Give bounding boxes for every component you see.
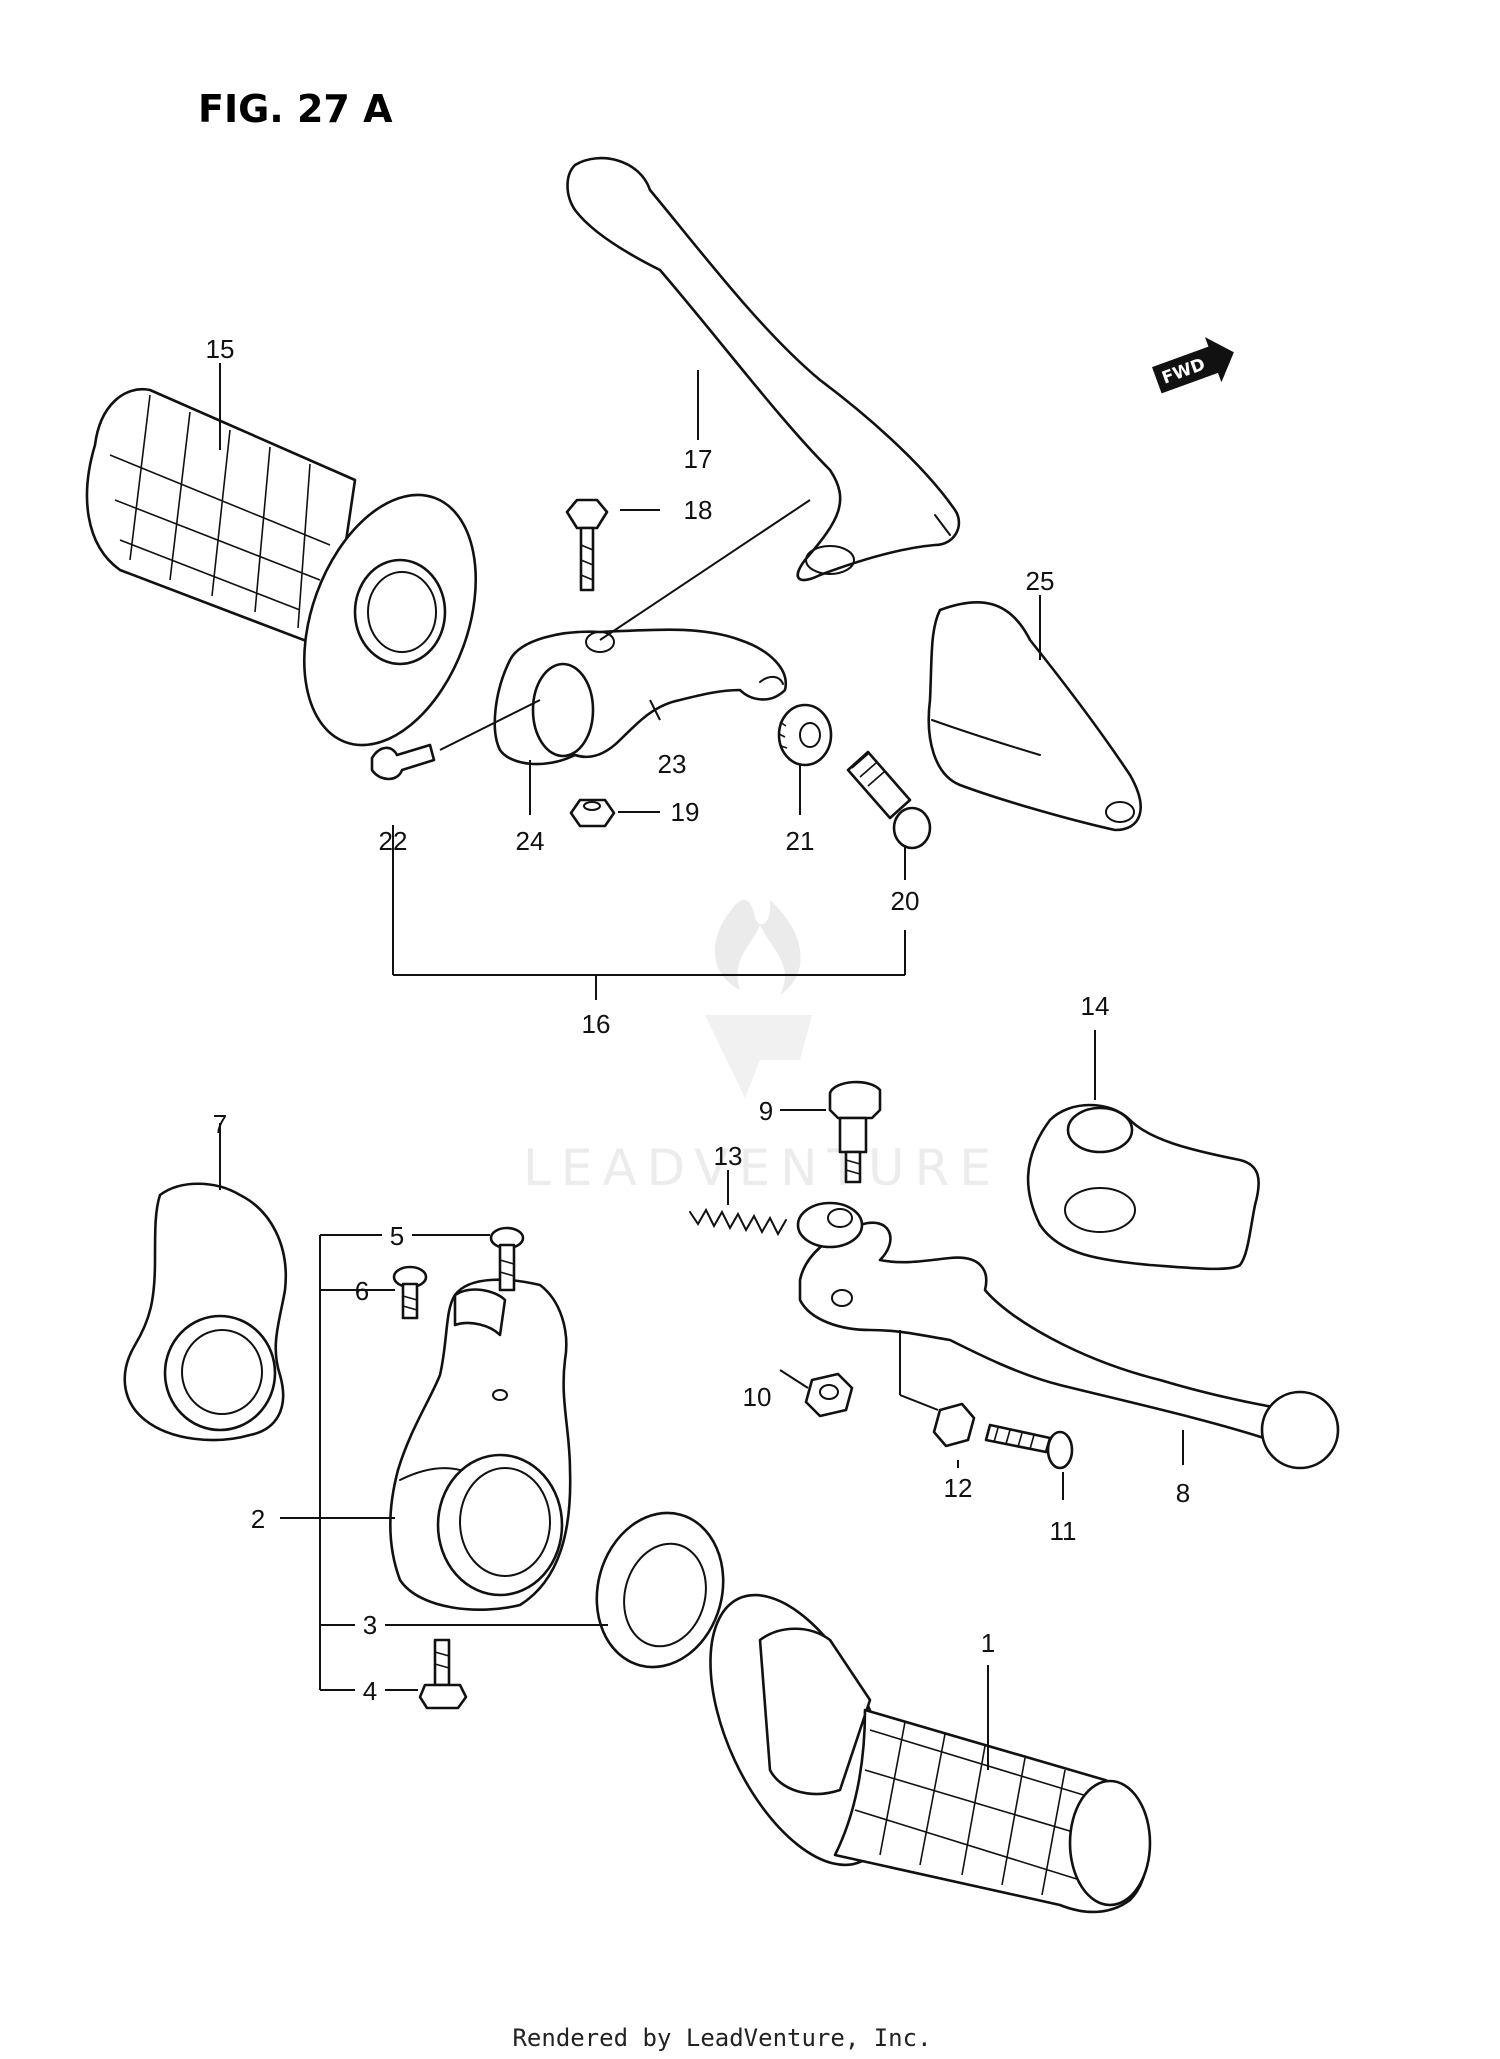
screw-6 [392,1265,428,1320]
switch-housing [389,1278,572,1611]
callout-1: 1 [981,1628,995,1658]
lever-cover-lower [1026,1103,1260,1271]
callout-25: 25 [1026,566,1055,596]
bolt-18 [565,498,609,592]
callout-16: 16 [582,1009,611,1039]
brake-lever-lower [796,1201,1340,1470]
bolt-9 [828,1080,882,1184]
nut-19 [569,798,616,828]
callout-18: 18 [684,495,713,525]
callout-20: 20 [891,886,920,916]
callout-19: 19 [671,797,700,827]
callout-22: 22 [379,826,408,856]
nut-10 [804,1372,854,1418]
lever-cover-upper [927,600,1142,832]
right-grip [709,1593,1152,1914]
callout-2: 2 [251,1504,265,1534]
fwd-arrow-icon: FWD [1152,337,1234,394]
bolt-22 [370,743,436,781]
clutch-lever-upper [566,156,961,582]
figure-title: FIG. 27 A [198,87,393,131]
callout-4: 4 [363,1676,377,1706]
callout-12: 12 [944,1473,973,1503]
bolt-4 [418,1638,468,1710]
callout-8: 8 [1176,1478,1190,1508]
callout-23: 23 [658,749,687,779]
watermark-text: LEADVENTURE [523,1139,1001,1197]
bolt-11 [984,1423,1074,1470]
callout-21: 21 [786,826,815,856]
left-grip [85,387,478,747]
watermark-logo [705,899,812,1098]
callout-6: 6 [355,1276,369,1306]
callout-7: 7 [213,1109,227,1139]
leader-lines [219,363,1184,1770]
nut-12 [932,1402,976,1448]
callout-10: 10 [743,1382,772,1412]
footer-credit: Rendered by LeadVenture, Inc. [512,2024,931,2052]
callout-24: 24 [516,826,545,856]
callout-3: 3 [363,1610,377,1640]
callout-11: 11 [1050,1516,1077,1546]
callout-labels: 1 2 3 4 5 6 7 8 9 10 11 12 13 14 15 16 1… [206,334,1191,1706]
lever-holder-assembly [493,628,788,766]
callout-15: 15 [206,334,235,364]
clamp-ring [595,1511,725,1669]
callout-9: 9 [759,1096,773,1126]
switch-cover [123,1182,288,1442]
callout-13: 13 [714,1141,743,1171]
callout-17: 17 [684,444,713,474]
callout-14: 14 [1081,991,1110,1021]
spring-13 [689,1207,787,1237]
adjuster-bolt-20 [846,750,932,850]
callout-5: 5 [390,1221,404,1251]
adjuster-nut-21 [777,703,833,767]
screw-5 [489,1226,525,1292]
